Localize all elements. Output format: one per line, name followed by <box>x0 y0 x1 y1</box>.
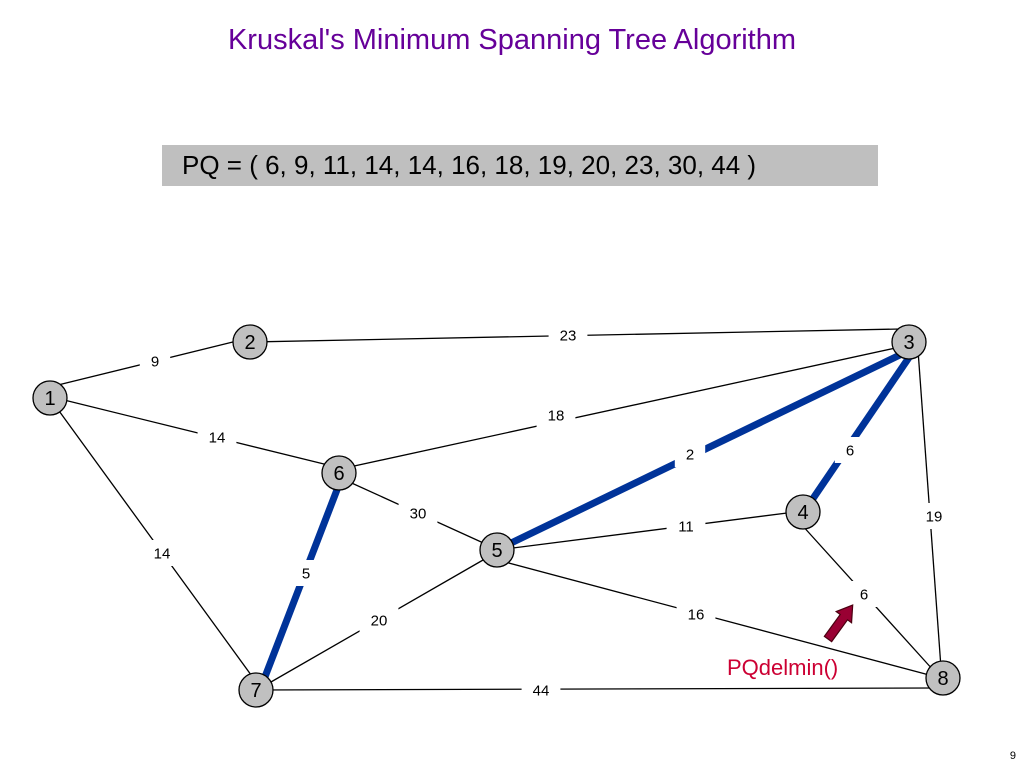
pqdelmin-label: PQdelmin() <box>727 655 838 680</box>
edge-weight-label-background <box>536 402 576 428</box>
edge-weight-label: 19 <box>914 503 954 529</box>
edge-weight-label-background <box>398 500 438 526</box>
edge-6-3 <box>344 346 901 469</box>
edge-weight-label-background <box>666 513 706 539</box>
edge-weight-value: 6 <box>846 442 854 459</box>
node-label: 2 <box>244 332 255 354</box>
edge-weight-label: 16 <box>676 601 716 627</box>
edge-weight-label-background <box>848 581 880 607</box>
node-label: 7 <box>250 680 261 702</box>
node-8: 8 <box>925 660 961 696</box>
node-7: 7 <box>238 672 274 708</box>
node-label: 8 <box>937 668 948 690</box>
edge-weight-label: 14 <box>142 540 182 566</box>
edge-weight-value: 19 <box>926 508 943 525</box>
edge-weight-label: 11 <box>666 513 706 539</box>
node-1: 1 <box>32 380 68 416</box>
selected-edge-5-3 <box>503 348 908 550</box>
edge-weight-label: 9 <box>139 348 171 374</box>
node-label: 6 <box>333 463 344 485</box>
edge-weight-label: 23 <box>548 322 588 348</box>
edge-weight-value: 5 <box>302 565 310 582</box>
edge-weight-value: 20 <box>371 612 388 629</box>
node-3: 3 <box>891 324 927 360</box>
node-label: 5 <box>491 540 502 562</box>
edge-weight-label-background <box>521 677 561 703</box>
edge-weight-label-background <box>548 322 588 348</box>
selected-edge-3-4 <box>809 354 913 502</box>
edge-weight-label-background <box>139 348 171 374</box>
edge-weight-label: 2 <box>674 441 706 467</box>
node-circle <box>321 455 357 491</box>
edge-weight-label-background <box>674 441 706 467</box>
edge-weight-label: 18 <box>536 402 576 428</box>
edge-weight-value: 16 <box>688 606 705 623</box>
edge-1-6 <box>55 397 329 466</box>
node-circle <box>232 324 268 360</box>
edge-7-8 <box>255 687 936 691</box>
edge-weight-label-background <box>676 601 716 627</box>
edge-5-4 <box>504 511 796 550</box>
edge-weight-label-background <box>834 437 866 463</box>
node-circle <box>479 532 515 568</box>
edge-weight-label-background <box>290 560 322 586</box>
node-circle <box>785 494 821 530</box>
edge-weight-value: 9 <box>151 353 159 370</box>
node-circle <box>238 672 274 708</box>
node-5: 5 <box>479 532 515 568</box>
edge-weight-value: 30 <box>410 505 427 522</box>
edge-weight-label: 30 <box>398 500 438 526</box>
edge-weight-value: 18 <box>548 407 565 424</box>
node-2: 2 <box>232 324 268 360</box>
edge-weight-value: 2 <box>686 446 694 463</box>
edge-weight-label: 14 <box>197 424 237 450</box>
node-label: 3 <box>903 332 914 354</box>
node-6: 6 <box>321 455 357 491</box>
priority-queue-box: PQ = ( 6, 9, 11, 14, 14, 16, 18, 19, 20,… <box>162 145 878 186</box>
edge-weight-value: 23 <box>560 327 577 344</box>
edge-weight-value: 11 <box>678 518 694 535</box>
page-number: 9 <box>1009 750 1016 762</box>
node-label: 1 <box>44 388 55 410</box>
edge-weight-label: 44 <box>521 677 561 703</box>
edge-weight-value: 14 <box>209 429 226 446</box>
edge-weight-label-background <box>359 607 399 633</box>
arrow-shape <box>823 604 854 643</box>
edge-weight-value: 14 <box>154 545 171 562</box>
edge-weight-label: 6 <box>848 581 880 607</box>
node-circle <box>891 324 927 360</box>
node-circle <box>32 380 68 416</box>
edge-weight-label-background <box>197 424 237 450</box>
edge-5-8 <box>504 561 934 677</box>
priority-queue-text: PQ = ( 6, 9, 11, 14, 14, 16, 18, 19, 20,… <box>182 150 757 180</box>
edge-weight-label-background <box>142 540 182 566</box>
edge-weight-value: 44 <box>533 682 550 699</box>
edge-weight-label-background <box>914 503 954 529</box>
edge-weight-label: 5 <box>290 560 322 586</box>
node-label: 4 <box>797 502 808 524</box>
slide-title: Kruskal's Minimum Spanning Tree Algorith… <box>227 24 797 56</box>
node-circle <box>925 660 961 696</box>
node-4: 4 <box>785 494 821 530</box>
arrow-up-right-icon <box>823 604 854 643</box>
edge-weight-label: 6 <box>834 437 866 463</box>
edge-weight-value: 6 <box>860 586 868 603</box>
edge-weight-label: 20 <box>359 607 399 633</box>
